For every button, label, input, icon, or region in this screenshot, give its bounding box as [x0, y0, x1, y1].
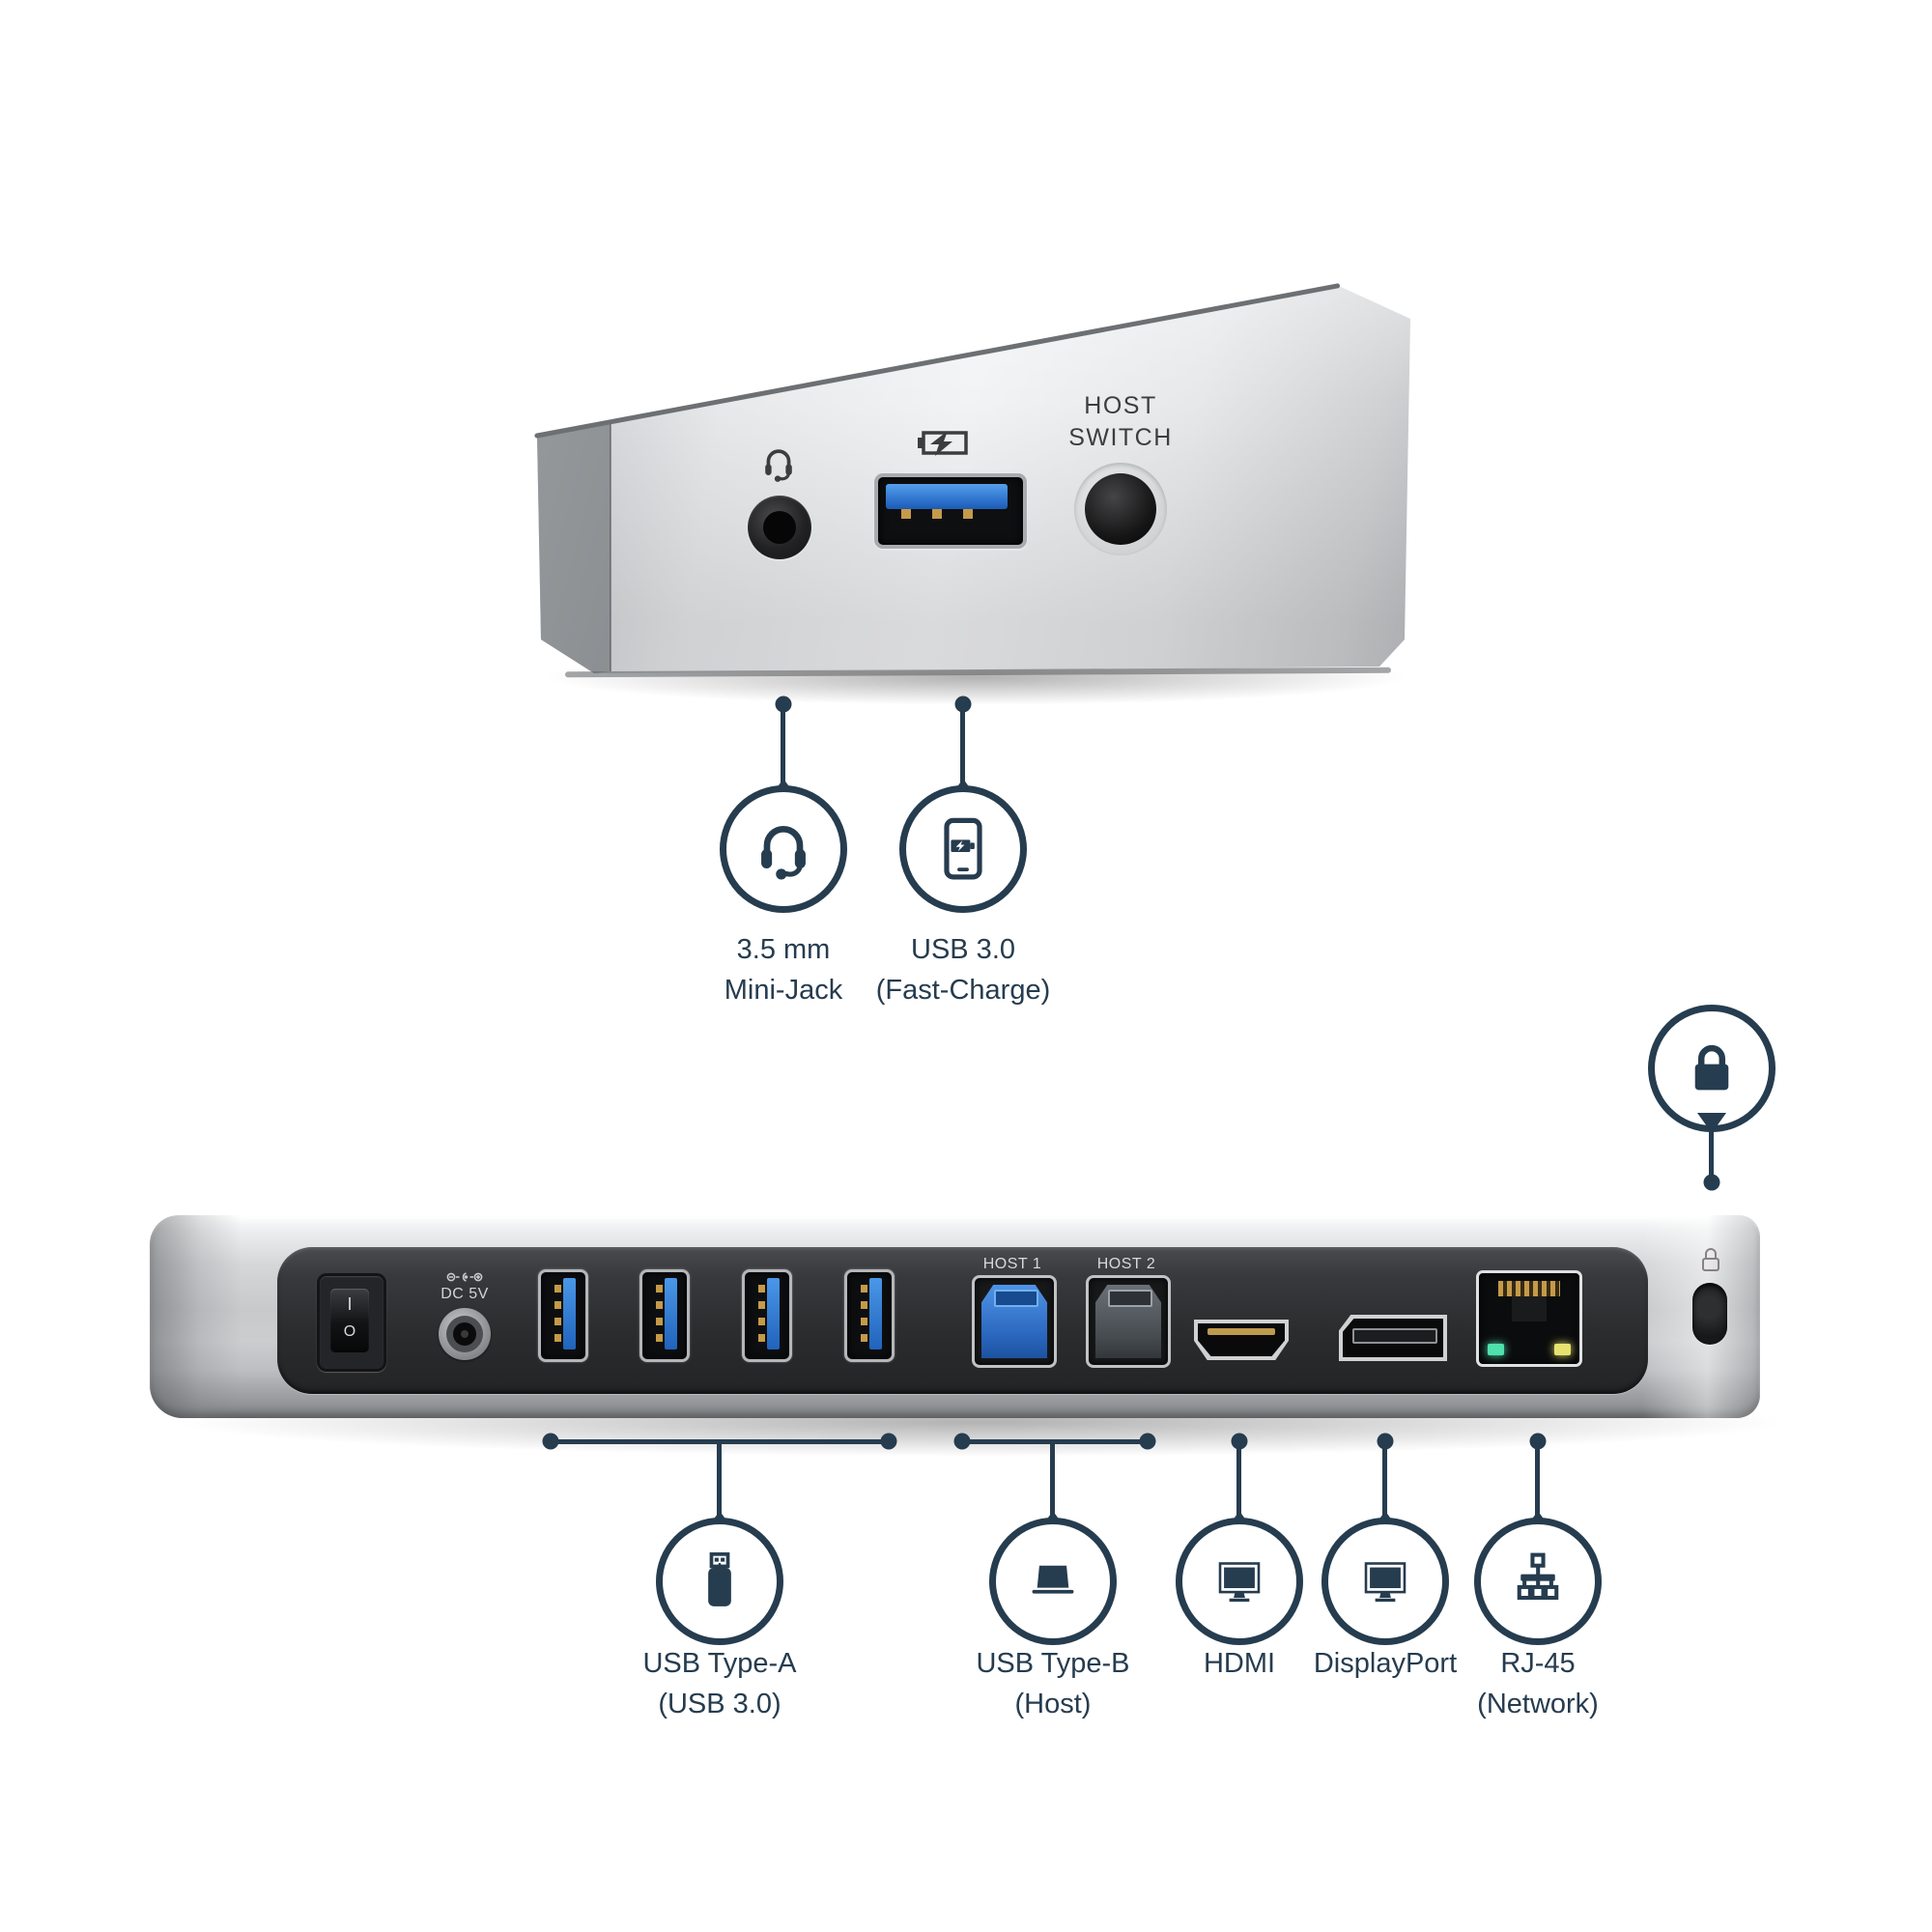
usb-contacts: [554, 1285, 561, 1345]
leader-line: [1050, 1439, 1055, 1524]
leader-dot: [1703, 1174, 1720, 1191]
displayport-callout: [1321, 1518, 1449, 1645]
battery-charge-glyph: [918, 431, 968, 456]
usb-tongue: [886, 484, 1008, 509]
rj45-pins: [1498, 1281, 1560, 1296]
usb-b-slot: [1108, 1290, 1152, 1307]
usb-contacts: [861, 1285, 867, 1345]
usb-a-port-1: [538, 1269, 588, 1362]
mini-jack-hole: [763, 511, 796, 544]
leader-notch: [1697, 1113, 1726, 1133]
hdmi-contacts: [1208, 1328, 1275, 1335]
hdmi-label: HDMI: [1203, 1648, 1276, 1679]
usb-type-a-callout: [656, 1518, 783, 1645]
rj45-label: RJ-45 (Network): [1477, 1648, 1599, 1719]
phone-fast-charge-icon: [944, 817, 982, 880]
headset-glyph: [765, 449, 792, 482]
leader-line: [1709, 1127, 1714, 1178]
displayport-slot: [1352, 1328, 1437, 1344]
usb-contacts: [901, 509, 994, 519]
dc-power-label: DC 5V: [440, 1286, 489, 1302]
power-on-symbol: I: [347, 1294, 353, 1314]
hdmi-callout: [1176, 1518, 1303, 1645]
hdmi-port: [1194, 1320, 1289, 1360]
kensington-slot: [1692, 1283, 1727, 1345]
usb-contacts: [758, 1285, 765, 1345]
usb-b-slot: [994, 1290, 1038, 1307]
displayport-port: [1339, 1315, 1447, 1361]
host1-label: HOST 1: [982, 1256, 1042, 1272]
displayport-label: DisplayPort: [1313, 1648, 1458, 1679]
rj45-led-yellow: [1554, 1344, 1571, 1355]
fast-charge-callout: [899, 785, 1027, 913]
usb-type-a-label: USB Type-A (USB 3.0): [642, 1648, 797, 1719]
power-rocker: I O: [330, 1289, 369, 1352]
usb-tongue: [767, 1278, 780, 1350]
rj45-port: [1476, 1270, 1582, 1367]
usb-contacts: [656, 1285, 663, 1345]
dc-power-jack: [439, 1308, 491, 1360]
dc-jack-pin: [461, 1330, 469, 1338]
leader-dot: [1529, 1433, 1547, 1450]
fast-charge-callout-label: USB 3.0 (Fast-Charge): [875, 934, 1051, 1006]
security-lock-callout: [1648, 1005, 1776, 1132]
power-off-symbol: O: [343, 1323, 356, 1340]
leader-line: [1535, 1445, 1540, 1524]
usb-b-host1-port: [972, 1275, 1057, 1368]
monitor-icon: [1218, 1562, 1261, 1603]
leader-line: [1236, 1445, 1241, 1524]
rj45-callout: [1474, 1518, 1602, 1645]
leader-line: [717, 1439, 722, 1524]
usb-b-host2-port: [1086, 1275, 1171, 1368]
usb-a-port-2: [639, 1269, 690, 1362]
endcap-seam: [610, 422, 611, 671]
bracket-dot: [880, 1433, 897, 1450]
usb-a-port-3: [742, 1269, 792, 1362]
usb-tongue: [563, 1278, 576, 1350]
usb-tongue: [665, 1278, 677, 1350]
rj45-tab: [1512, 1296, 1547, 1321]
leader-dot: [775, 696, 792, 713]
dock-left-cap: [150, 1215, 242, 1418]
host-switch-label: HOST SWITCH: [1068, 392, 1173, 451]
usb-flash-drive-icon: [708, 1552, 731, 1606]
host-switch-button: [1085, 473, 1156, 545]
usb-tongue: [869, 1278, 882, 1350]
lock-icon: [1694, 1044, 1729, 1091]
usb-type-b-callout: [989, 1518, 1117, 1645]
mini-jack-port: [748, 496, 811, 559]
host-switch-button-ring: [1074, 463, 1167, 555]
bracket-dot: [1139, 1433, 1156, 1450]
monitor-icon: [1364, 1562, 1406, 1603]
laptop-icon: [1032, 1565, 1074, 1594]
leader-dot: [1377, 1433, 1394, 1450]
mini-jack-callout-label: 3.5 mm Mini-Jack: [724, 934, 843, 1006]
mini-jack-callout: [720, 785, 847, 913]
headset-icon: [761, 825, 806, 880]
network-icon: [1517, 1552, 1559, 1601]
host2-label: HOST 2: [1096, 1256, 1156, 1272]
dock-side-endcap: [537, 421, 611, 673]
leader-line: [960, 708, 965, 795]
power-switch: I O: [317, 1273, 386, 1372]
dc-polarity-icon: [446, 1272, 483, 1282]
bracket-line: [962, 1439, 1148, 1444]
leader-line: [781, 708, 785, 795]
rj45-led-green: [1488, 1344, 1504, 1355]
leader-dot: [1231, 1433, 1248, 1450]
lock-engraving: [1702, 1248, 1719, 1271]
usb-a-port-4: [844, 1269, 895, 1362]
leader-dot: [954, 696, 972, 713]
usb-type-b-label: USB Type-B (Host): [976, 1648, 1130, 1719]
leader-line: [1382, 1445, 1387, 1524]
fast-charge-usb-port: [874, 473, 1027, 549]
